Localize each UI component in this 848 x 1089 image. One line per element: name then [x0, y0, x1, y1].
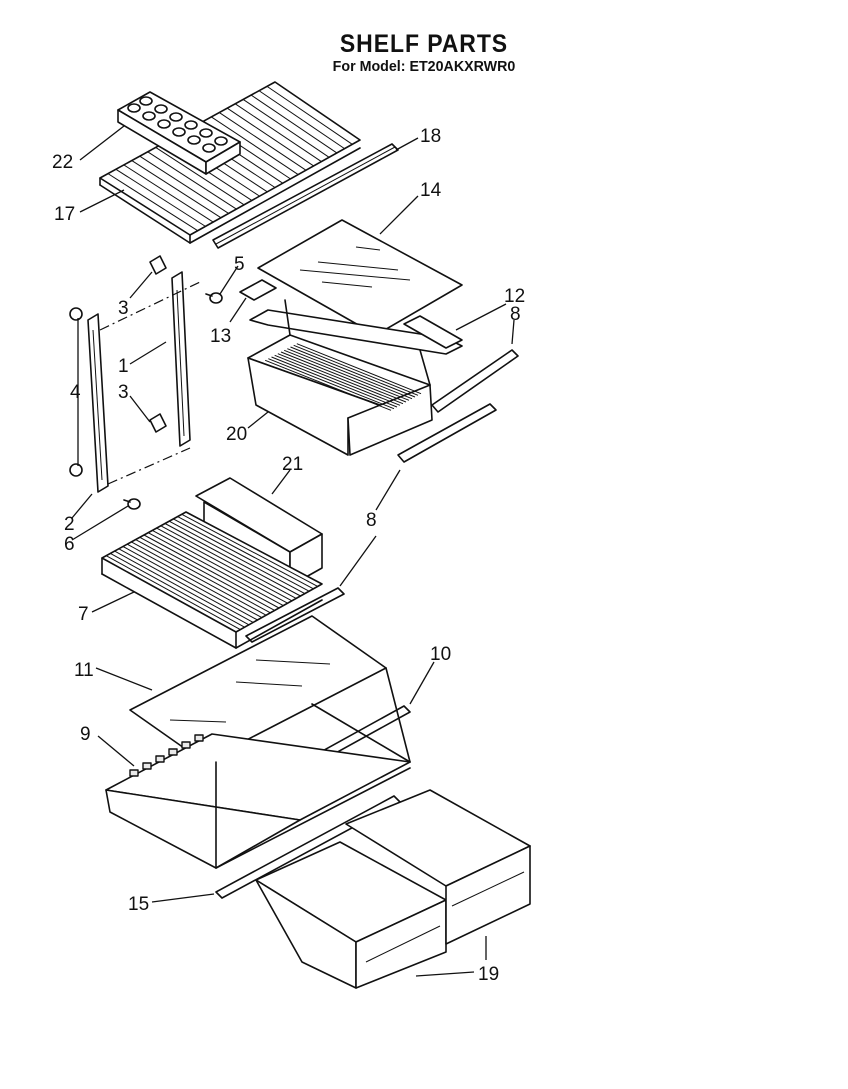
- cap-part-4-lower: [69, 463, 83, 477]
- callout-18: 18: [420, 126, 441, 147]
- callout-22: 22: [52, 152, 73, 173]
- callout-4: 4: [70, 382, 81, 403]
- callout-11: 11: [74, 660, 94, 681]
- shelf-support-part-12: [249, 309, 463, 355]
- shelf-support-part-13: [239, 279, 277, 301]
- crisper-drawer-part-20: [247, 299, 433, 456]
- crisper-cover-frame-part-9: [105, 733, 411, 869]
- callout-3-lower: 3: [118, 382, 129, 403]
- model-subtitle: For Model: ET20AKXRWR0: [332, 58, 516, 75]
- callout-15: 15: [128, 894, 149, 915]
- callout-17: 17: [54, 204, 75, 225]
- crisper-drawer-part-19-right: [345, 789, 531, 945]
- shelf-rail-part-18: [212, 143, 399, 249]
- shelf-bracket-part-3-upper: [149, 255, 167, 275]
- shelf-ladder-part-1: [171, 271, 191, 447]
- callout-21: 21: [282, 454, 303, 475]
- callout-1: 1: [118, 356, 129, 377]
- callout-14: 14: [420, 180, 442, 201]
- cap-part-4-upper: [69, 307, 83, 321]
- callout-2: 2: [64, 514, 75, 535]
- page-title: SHELF PARTS: [339, 30, 509, 58]
- callout-10: 10: [430, 644, 451, 665]
- callout-13: 13: [210, 326, 231, 347]
- callout-3-upper: 3: [118, 298, 129, 319]
- wire-shelf-part-7: [101, 511, 323, 649]
- shelf-ladder-part-2: [87, 313, 109, 493]
- egg-tray-part-22: [117, 91, 241, 175]
- callout-8-lower: 8: [366, 510, 377, 531]
- screw-part-6: [123, 498, 141, 510]
- callout-7: 7: [78, 604, 89, 625]
- callout-labels: 22 17 18 14 5 13 12 8 3 1 4 3 20 2 6 21 …: [52, 126, 525, 985]
- crisper-drawer-part-19-left: [255, 841, 447, 989]
- callout-19: 19: [478, 964, 499, 985]
- callout-12: 12: [504, 286, 525, 307]
- glass-shelf-part-14: [257, 219, 463, 336]
- rail-part-8-middle: [397, 403, 497, 463]
- callout-20: 20: [226, 424, 247, 445]
- callout-9: 9: [80, 724, 91, 745]
- leader-lines: [71, 125, 515, 977]
- rail-part-8-upper: [431, 349, 519, 413]
- shelf-bracket-part-3-lower: [149, 413, 167, 433]
- callout-5: 5: [234, 254, 245, 275]
- callout-8-upper: 8: [510, 304, 521, 325]
- callout-6: 6: [64, 534, 75, 555]
- screw-part-5: [205, 292, 223, 304]
